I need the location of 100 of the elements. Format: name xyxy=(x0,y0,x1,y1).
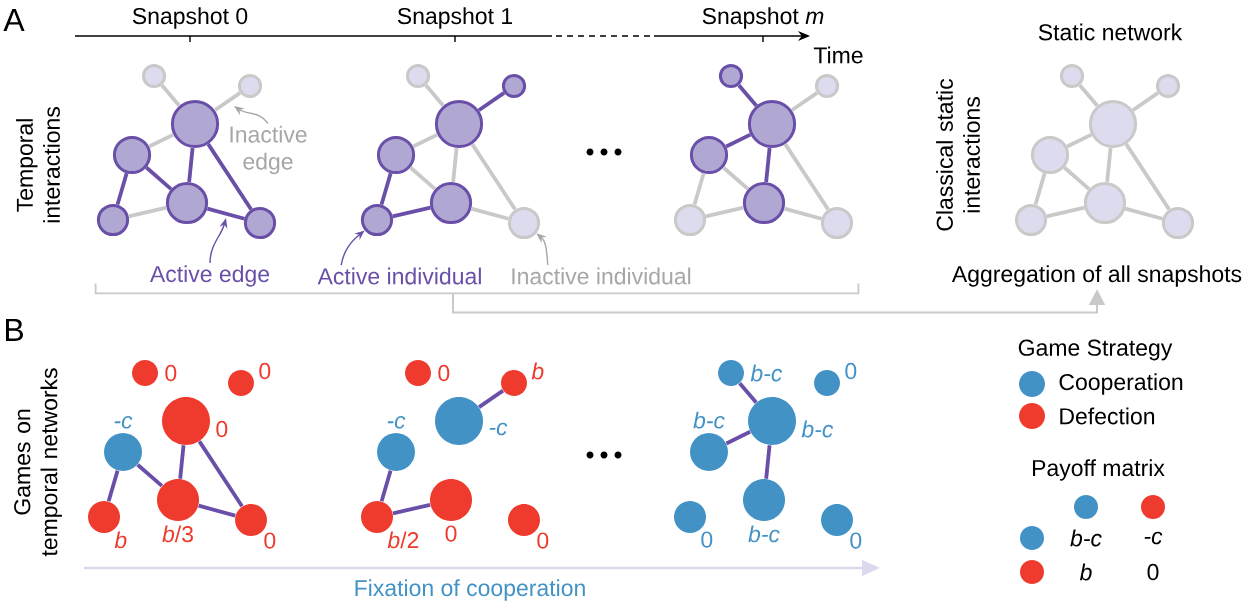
network-link xyxy=(451,147,459,183)
snapshot-label: Snapshot m xyxy=(702,7,824,29)
network-link xyxy=(115,172,129,206)
annotation-text: Aggregation of all snapshots xyxy=(951,265,1242,287)
annotation-text: Active individual xyxy=(317,267,481,285)
network-node xyxy=(742,181,786,225)
network-node xyxy=(376,135,416,175)
payoff-label: b/3 xyxy=(162,525,193,543)
network-link xyxy=(1124,143,1171,211)
network-node xyxy=(501,73,527,99)
network-link xyxy=(470,143,517,211)
player-circle xyxy=(674,501,706,533)
payoff-label: 0 xyxy=(845,362,857,380)
payoff-label: 0 xyxy=(259,362,271,380)
network-node xyxy=(1088,99,1138,149)
payoff-label: b xyxy=(531,362,544,380)
network-link xyxy=(790,91,819,112)
player-circle xyxy=(1020,526,1044,550)
network-node xyxy=(747,99,797,149)
network-link xyxy=(206,206,245,221)
player-circle xyxy=(132,360,158,386)
annotation-text: Active edge xyxy=(149,265,270,287)
network-node xyxy=(360,203,394,237)
snapshot-label: Snapshot 1 xyxy=(397,7,513,29)
network-node xyxy=(1083,181,1127,225)
network-link xyxy=(705,205,744,219)
network-link xyxy=(1066,132,1093,149)
payoff-label: 0 xyxy=(438,364,450,382)
network-link xyxy=(725,132,752,149)
matrix-cell: -c xyxy=(1144,531,1163,545)
network-link xyxy=(477,91,506,112)
player-circle xyxy=(1141,495,1165,519)
player-circle xyxy=(228,370,254,396)
payoff-label: 0 xyxy=(264,532,276,549)
network-link xyxy=(692,172,706,206)
network-node xyxy=(165,181,209,225)
network-link xyxy=(1131,91,1160,112)
payoff-label: b-c xyxy=(750,364,783,382)
network-link xyxy=(379,172,393,206)
network-link xyxy=(738,381,758,404)
network-link xyxy=(470,206,509,221)
network-link xyxy=(783,206,822,221)
player-circle xyxy=(377,433,415,471)
network-node xyxy=(1155,73,1181,99)
network-link xyxy=(1046,205,1085,219)
row-label: Temporal interactions xyxy=(16,107,60,223)
network-link xyxy=(764,445,772,479)
player-circle xyxy=(104,433,142,471)
player-circle xyxy=(748,397,796,445)
payoff-label: b xyxy=(114,531,127,549)
network-link xyxy=(764,147,772,183)
panel-letter: B xyxy=(6,319,23,341)
leader-line xyxy=(234,106,269,125)
matrix-cell: b-c xyxy=(1070,529,1102,547)
payoff-label: b/2 xyxy=(387,531,419,549)
player-circle xyxy=(162,397,210,445)
network-node xyxy=(141,63,167,89)
network-node xyxy=(434,99,484,149)
network-node xyxy=(718,63,744,89)
network-link xyxy=(1033,172,1047,206)
payoff-label: b-c xyxy=(748,525,780,543)
player-circle xyxy=(157,479,199,521)
network-link xyxy=(722,166,750,191)
network-link xyxy=(737,83,758,107)
network-node xyxy=(820,206,854,240)
network-link xyxy=(424,83,445,107)
network-link xyxy=(409,166,437,191)
payoff-label: 0 xyxy=(165,364,177,382)
player-circle xyxy=(430,479,472,521)
network-node xyxy=(1014,203,1048,237)
axis-label: Time xyxy=(813,46,863,64)
network-link xyxy=(478,389,505,409)
player-circle xyxy=(814,370,840,396)
network-node xyxy=(237,73,263,99)
payoff-label: 0 xyxy=(445,525,457,542)
network-link xyxy=(197,440,244,508)
network-node xyxy=(1059,63,1085,89)
network-link xyxy=(148,132,175,149)
player-circle xyxy=(88,501,120,533)
panel-letter: A xyxy=(3,9,25,31)
matrix-cell: b xyxy=(1079,563,1092,581)
annotation-text: Inactive individual xyxy=(512,267,691,285)
payoff-label: 0 xyxy=(701,531,713,548)
network-link xyxy=(725,430,751,446)
network-link xyxy=(213,91,242,112)
network-link xyxy=(392,502,431,516)
snapshot-label: Snapshot 0 xyxy=(132,7,248,29)
arrow-caption: Fixation of cooperation xyxy=(355,579,585,601)
network-link xyxy=(1124,206,1163,221)
player-circle xyxy=(1074,495,1098,519)
network-link xyxy=(206,143,253,211)
network-link xyxy=(1063,166,1091,191)
payoff-label: 0 xyxy=(537,532,549,549)
network-link xyxy=(106,470,120,502)
player-circle xyxy=(1020,560,1044,584)
payoff-label: -c xyxy=(114,416,133,429)
network-link xyxy=(128,205,167,219)
network-node xyxy=(673,203,707,237)
network-link xyxy=(160,83,181,107)
row-label: Classical static interactions xyxy=(936,78,980,231)
